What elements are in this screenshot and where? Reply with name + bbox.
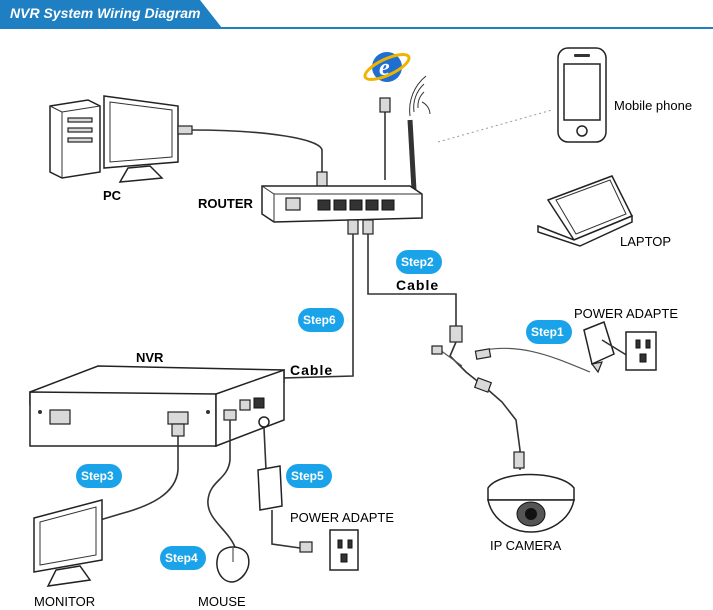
wifi-signal-icon [409,75,431,117]
internet-explorer-icon: e [363,52,411,82]
rj45-plug-router-pc [316,171,328,187]
svg-text:Step3: Step3 [81,469,114,483]
laptop-icon [537,175,634,247]
step4-badge: Step4 [160,546,206,570]
svg-text:e: e [379,55,390,81]
cable-label-nvr: Cable [290,362,333,378]
power-adapter-right-label: POWER ADAPTE [574,306,678,321]
nvr-label: NVR [136,350,164,365]
camera-pigtail-cable [431,325,591,470]
ip-camera-icon [487,473,575,533]
nvr-monitor-cable [99,424,179,521]
step5-badge: Step5 [286,464,332,488]
mobile-phone-icon [557,47,607,143]
power-adapter-bottom-icon [257,465,359,571]
svg-text:Step5: Step5 [291,469,324,483]
ip-camera-label: IP CAMERA [490,538,562,553]
rj45-plug-router-nvr [347,219,359,235]
vga-plug-nvr [171,423,185,437]
nvr-power-cable [263,427,267,471]
monitor-label: MONITOR [34,594,95,609]
nvr-mouse-cable [207,420,237,551]
svg-text:Step1: Step1 [531,325,564,339]
diagram-title: NVR System Wiring Diagram [10,5,200,21]
rj45-plug-pc [177,125,193,135]
step2-badge: Step2 [396,250,442,274]
pc-icon [49,95,179,183]
rj45-plug-internet [379,97,391,113]
monitor-icon [33,499,103,587]
router-icon [261,185,423,223]
cable-label-top: Cable [396,277,439,293]
mobile-phone-label: Mobile phone [614,98,692,113]
step3-badge: Step3 [76,464,122,488]
svg-text:Step4: Step4 [165,551,198,565]
laptop-label: LAPTOP [620,234,671,249]
router-label: ROUTER [198,196,254,211]
svg-text:Step6: Step6 [303,313,336,327]
step6-badge: Step6 [298,308,344,332]
wireless-link-phone [437,109,553,143]
power-adapter-bottom-label: POWER ADAPTE [290,510,394,525]
mouse-icon [216,546,250,583]
nvr-icon [29,365,285,448]
title-bar: NVR System Wiring Diagram [0,0,713,29]
mouse-label: MOUSE [198,594,246,609]
pc-router-cable [191,129,323,178]
rj45-plug-router-camera [362,219,374,235]
svg-text:Step2: Step2 [401,255,434,269]
router-antenna [407,119,417,191]
step1-badge: Step1 [526,320,572,344]
router-camera-cable [367,234,457,330]
pc-label: PC [103,188,122,203]
power-adapter-right-icon [583,321,657,374]
